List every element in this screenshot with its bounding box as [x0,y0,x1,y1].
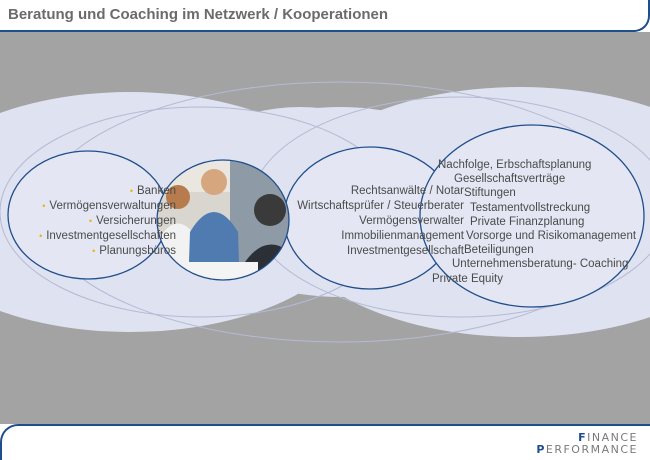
right-list-item: Nachfolge, Erbschaftsplanung [438,159,592,171]
right-circle [419,124,645,308]
bubble-graphic [0,81,650,343]
right-list-item: Private Finanzplanung [470,215,585,228]
middle-list-item: Investmentgesellschaft [347,245,464,257]
right-list-item: Stiftungen [464,187,516,200]
middle-list: Rechtsanwälte / Notar Wirtschaftsprüfer … [288,184,464,259]
bullet-icon: • [39,231,43,241]
header: Beratung und Coaching im Netzwerk / Koop… [0,0,650,32]
bullet-icon: • [88,216,93,226]
company-logo: FINANCE PERFORMANCE [536,431,638,456]
page-title: Beratung und Coaching im Netzwerk / Koop… [8,6,389,23]
middle-list-item: Rechtsanwälte / Notar [350,185,464,197]
left-list-item: •Versicherungen [88,215,176,227]
middle-list-item: Vermögensverwalter [359,215,464,227]
right-list-item: Private Equity [432,272,503,285]
right-list-item: Vorsorge und Risikomanagement [466,230,637,243]
middle-list-item: Wirtschaftsprüfer / Steuerberater [297,200,464,212]
bullet-icon: • [92,246,96,256]
right-list-item: Unternehmensberatung- Coaching [452,258,629,271]
left-list-item: •Banken [129,185,176,197]
footer-border [0,424,650,460]
right-list-item: Beteiligungen [464,244,534,257]
left-list: •Banken •Vermögensverwaltungen •Versiche… [8,184,176,259]
right-list-item: Testamentvollstreckung [470,201,591,214]
bullet-icon: • [42,201,46,211]
right-list: Nachfolge, Erbschaftsplanung Gesellschaf… [418,158,640,286]
left-list-item: •Investmentgesellschaften [39,230,176,242]
header-border [0,0,650,32]
left-list-item: •Planungsbüros [92,245,176,257]
left-list-item: •Vermögensverwaltungen [42,200,176,212]
middle-list-item: Immobilienmanagement [341,230,464,242]
bullet-icon: • [129,186,133,196]
network-diagram-stage: •Banken •Vermögensverwaltungen •Versiche… [0,32,650,424]
right-list-item: Gesellschaftsverträge [454,173,566,186]
footer: FINANCE PERFORMANCE [0,424,650,460]
